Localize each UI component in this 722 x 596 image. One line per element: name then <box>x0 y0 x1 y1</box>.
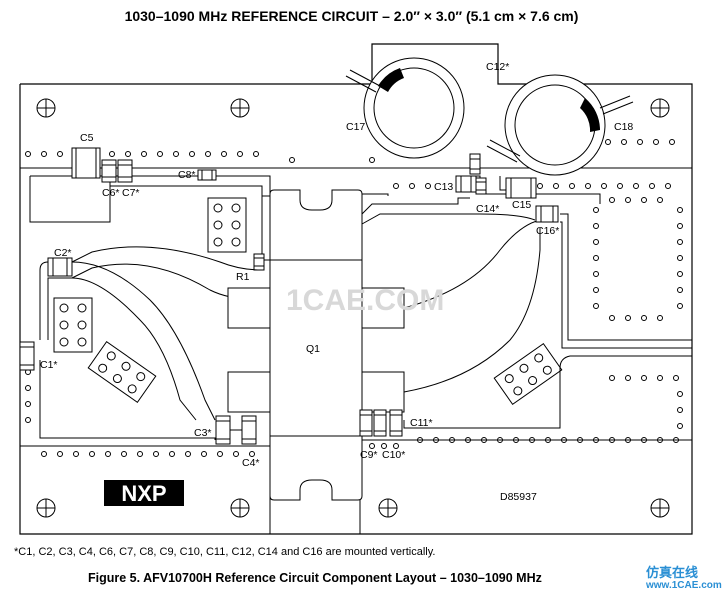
label-c7: C7* <box>122 187 140 199</box>
nxp-logo: NXP <box>104 480 184 506</box>
label-c4: C4* <box>242 457 260 469</box>
label-c14: C14* <box>476 203 499 215</box>
label-c10: C10* <box>382 449 405 461</box>
label-c9: C9* <box>360 449 378 461</box>
label-c3: C3* <box>194 427 212 439</box>
label-c16: C16* <box>536 225 559 237</box>
label-c17: C17 <box>346 121 365 133</box>
label-c1: C1* <box>40 359 58 371</box>
board-outline <box>19 43 693 535</box>
c17-electrolytic-capacitor <box>345 57 465 159</box>
q1-transistor-package <box>227 189 405 501</box>
circuit-layout-diagram: 1CAE.COM NXP C5 C6* C7* C8* R1 C2* C1* C… <box>19 43 693 535</box>
figure-caption: Figure 5. AFV10700H Reference Circuit Co… <box>88 571 542 585</box>
mounting-holes <box>36 98 670 518</box>
watermark-text: 1CAE.COM <box>286 284 444 317</box>
label-c12: C12* <box>486 61 509 73</box>
label-c5: C5 <box>80 132 94 144</box>
label-c8: C8* <box>178 169 196 181</box>
label-c6: C6* <box>102 187 120 199</box>
svg-text:NXP: NXP <box>121 481 166 506</box>
watermark-url: www.1CAE.com <box>646 580 722 591</box>
c18-electrolytic-capacitor <box>486 74 634 176</box>
drawing-id: D85937 <box>500 491 537 503</box>
figure-title: 1030–1090 MHz REFERENCE CIRCUIT – 2.0″ ×… <box>124 8 579 24</box>
watermark-cae: 仿真在线 <box>646 565 699 580</box>
label-c18: C18 <box>614 121 633 133</box>
footnote: *C1, C2, C3, C4, C6, C7, C8, C9, C10, C1… <box>14 546 436 558</box>
label-c2: C2* <box>54 247 72 259</box>
label-q1: Q1 <box>306 343 320 355</box>
label-c15: C15 <box>512 199 531 211</box>
label-c11: C11* <box>410 417 433 429</box>
label-c13: C13 <box>434 181 453 193</box>
label-r1: R1 <box>236 271 250 283</box>
